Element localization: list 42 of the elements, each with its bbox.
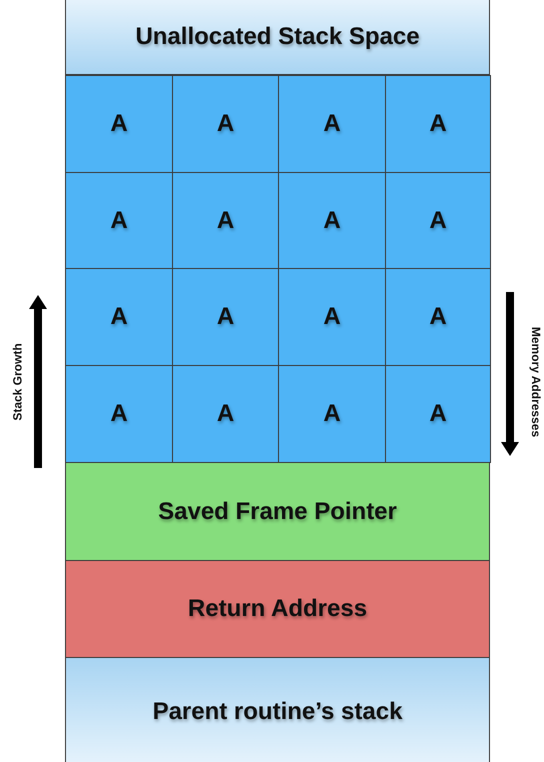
region-label: A (429, 400, 447, 428)
stack-slot (385, 365, 491, 463)
region-label: A (323, 110, 341, 138)
region-label: A (216, 110, 234, 138)
stack-slot (278, 365, 386, 463)
region-label: Unallocated Stack Space (135, 22, 420, 50)
region-label: A (216, 206, 234, 234)
stack-slot (278, 75, 386, 173)
arrow-label: Stack Growth (10, 343, 24, 421)
stack-slot (65, 172, 173, 269)
stack-slot (172, 75, 279, 173)
stack-slot (278, 172, 386, 269)
stack-slot (278, 268, 386, 366)
region-label: Saved Frame Pointer (158, 498, 397, 526)
region-label: A (110, 303, 128, 331)
stack-slot (385, 75, 491, 173)
region-label: Parent routine’s stack (152, 698, 402, 726)
stack-region (65, 0, 490, 75)
stack-region (65, 462, 490, 561)
region-label: A (216, 400, 234, 428)
region-label: A (110, 400, 128, 428)
arrow-label: Memory Addresses (529, 326, 544, 438)
region-label: A (216, 303, 234, 331)
stack-slot (172, 172, 279, 269)
stack-slot (65, 75, 173, 173)
region-label: A (429, 206, 447, 234)
stack-slot (385, 172, 491, 269)
stack-slot (385, 268, 491, 366)
region-label: A (429, 303, 447, 331)
region-label: A (323, 400, 341, 428)
stack-slot (172, 365, 279, 463)
region-label: Return Address (188, 595, 368, 623)
stack-region (65, 657, 490, 762)
region-label: A (110, 206, 128, 234)
region-label: A (323, 206, 341, 234)
region-label: A (323, 303, 341, 331)
stack-slot (172, 268, 279, 366)
region-label: A (429, 110, 447, 138)
stack-slot (65, 365, 173, 463)
region-label: A (110, 110, 128, 138)
stack-region (65, 560, 490, 658)
stack-slot (65, 268, 173, 366)
